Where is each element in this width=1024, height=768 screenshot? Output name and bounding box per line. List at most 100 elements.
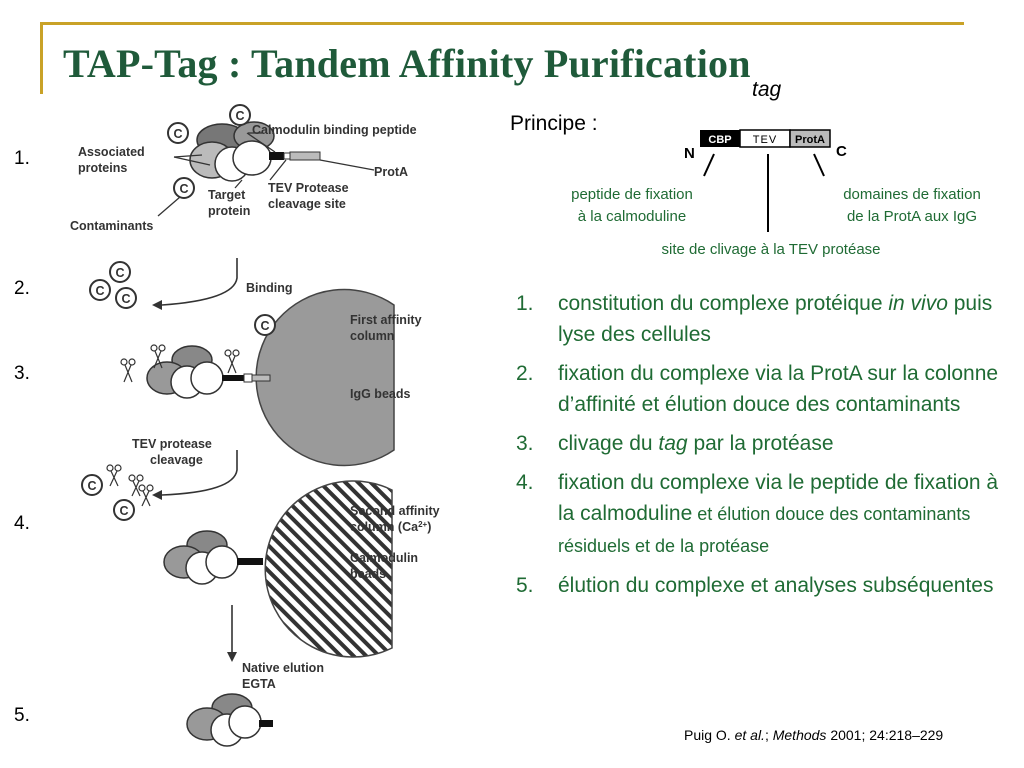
reference-separator: ; <box>764 727 773 743</box>
caption-cbp: peptide de fixation à la calmoduline <box>540 184 724 228</box>
binding-arrow <box>161 258 238 306</box>
left-accent-line <box>40 22 43 94</box>
step-number-3: 3. <box>14 363 30 384</box>
scissors-icon <box>120 358 136 383</box>
label-egta: EGTA <box>242 677 276 691</box>
c-circle <box>173 177 195 199</box>
c-glyph: C <box>121 292 130 306</box>
step-number-5: 5. <box>14 705 30 726</box>
c-glyph: C <box>173 127 182 141</box>
step-item-text: et élution douce des contaminants résidu… <box>558 504 971 556</box>
step-item: 1.constitution du complexe protéique in … <box>516 288 1016 350</box>
step-item-number: 3. <box>516 432 534 455</box>
c-glyph: C <box>179 182 188 196</box>
step-item: 4. fixation du complexe via le peptide de… <box>516 467 1016 562</box>
reference-journal: Methods <box>772 727 827 743</box>
cbp-segment-label: CBP <box>708 134 731 146</box>
prota-segment-label: ProtA <box>795 134 825 146</box>
tag-word: tag <box>752 78 782 101</box>
label-cleavage-site: cleavage site <box>268 197 346 211</box>
label-tev-protease-2: TEV protease <box>132 437 212 451</box>
label-prota: ProtA <box>374 165 408 179</box>
second-affinity-column-shape <box>264 480 393 658</box>
steps-list: 1.constitution du complexe protéique in … <box>516 288 1016 609</box>
cleavage-arrow <box>161 450 238 496</box>
c-circle <box>229 104 251 126</box>
panel-native-complex <box>186 693 273 747</box>
step-item: 3. clivage du tag par la protéase <box>516 428 1016 459</box>
step-item: 2.fixation du complexe via la ProtA sur … <box>516 358 1016 420</box>
label-calmodulin-binding: Calmodulin binding peptide <box>252 123 417 137</box>
c-glyph: C <box>87 479 96 493</box>
prota-tag-shape <box>289 151 321 161</box>
step-item-text: tag <box>658 432 688 455</box>
scissors-icon <box>128 474 144 497</box>
tap-purification-figure: C C C Calmodulin binding peptide Associa… <box>70 104 440 747</box>
prota-pointer <box>813 153 825 177</box>
label-proteins: proteins <box>78 161 127 175</box>
step-item-text: constitution du complexe protéique <box>558 292 889 315</box>
c-glyph: C <box>119 504 128 518</box>
step-item-text: in vivo <box>888 292 948 315</box>
tag-construct-diagram: CBP TEV ProtA N C <box>684 129 847 232</box>
caption-cbp-line: à la calmoduline <box>577 208 687 225</box>
label-binding: Binding <box>246 281 293 295</box>
label-igg-beads: IgG beads <box>350 387 410 401</box>
step-item-number: 4. <box>516 471 534 494</box>
top-accent-line <box>40 22 964 25</box>
panel-complex: C C C Calmodulin binding peptide Associa… <box>70 104 417 233</box>
step-number-4: 4. <box>14 513 30 534</box>
label-beads: beads <box>350 567 386 581</box>
reference-author: Puig O. <box>684 727 735 743</box>
scissors-icon <box>224 349 240 374</box>
step-item-text: clivage du <box>558 432 659 455</box>
scissors-icon <box>150 344 166 369</box>
label-cleavage: cleavage <box>150 453 203 467</box>
n-terminus-label: N <box>684 145 695 162</box>
step-item-text: par la protéase <box>687 432 834 455</box>
slide-title: TAP-Tag : Tandem Affinity Purification <box>63 41 751 86</box>
panel-binding: C C C Binding First affinity column IgG … <box>89 258 422 467</box>
cbp-pointer <box>703 153 715 177</box>
c-circle <box>167 122 189 144</box>
c-glyph: C <box>235 109 244 123</box>
step-number-2: 2. <box>14 278 30 299</box>
label-column: column <box>350 329 394 343</box>
label-column-ca: column (Ca2+) <box>350 520 431 535</box>
scissors-icon <box>106 464 122 487</box>
label-tev-protease: TEV Protease <box>268 181 349 195</box>
scissors-icon <box>138 484 154 507</box>
prota-segment <box>789 129 831 148</box>
tev-site-shape <box>283 152 291 160</box>
caption-cbp-line: peptide de fixation <box>571 186 693 203</box>
caption-prota-line: domaines de fixation <box>843 186 981 203</box>
principe-label: Principe : <box>510 112 598 135</box>
reference-etal: et al. <box>734 727 765 743</box>
cbp-segment <box>700 130 740 147</box>
label-second-affinity: Second affinity <box>350 504 440 518</box>
cbp-tag-shape <box>269 152 284 160</box>
step-item-text: élution du complexe et analyses subséque… <box>558 574 994 597</box>
label-protein: protein <box>208 204 250 218</box>
label-calmodulin: Calmodulin <box>350 551 418 565</box>
panel-tev-cleavage: TEV protease cleavage C C <box>81 437 238 521</box>
label-target: Target <box>208 188 246 202</box>
reference-details: 2001; 24:218–229 <box>826 727 944 743</box>
step-item: 5. élution du complexe et analyses subséq… <box>516 570 1016 601</box>
label-associated: Associated <box>78 145 145 159</box>
label-contaminants: Contaminants <box>70 219 153 233</box>
c-glyph: C <box>115 266 124 280</box>
label-first-affinity: First affinity <box>350 313 422 327</box>
panel-second-column: Second affinity column (Ca2+) Calmodulin… <box>163 480 440 691</box>
step-item-number: 2. <box>516 362 534 385</box>
step-item-text: puis lyse des cellules <box>558 292 993 346</box>
reference: Puig O. et al.; Methods 2001; 24:218–229 <box>684 727 943 743</box>
caption-prota-line: de la ProtA aux IgG <box>846 208 978 225</box>
c-glyph: C <box>95 284 104 298</box>
c-glyph: C <box>260 319 269 333</box>
step-item-text: fixation du complexe via le peptide de f… <box>558 471 999 525</box>
c-terminus-label: C <box>836 143 847 160</box>
step-item-number: 5. <box>516 574 534 597</box>
caption-prota: domaines de fixation de la ProtA aux IgG <box>806 184 1018 228</box>
label-native-elution: Native elution <box>242 661 324 675</box>
